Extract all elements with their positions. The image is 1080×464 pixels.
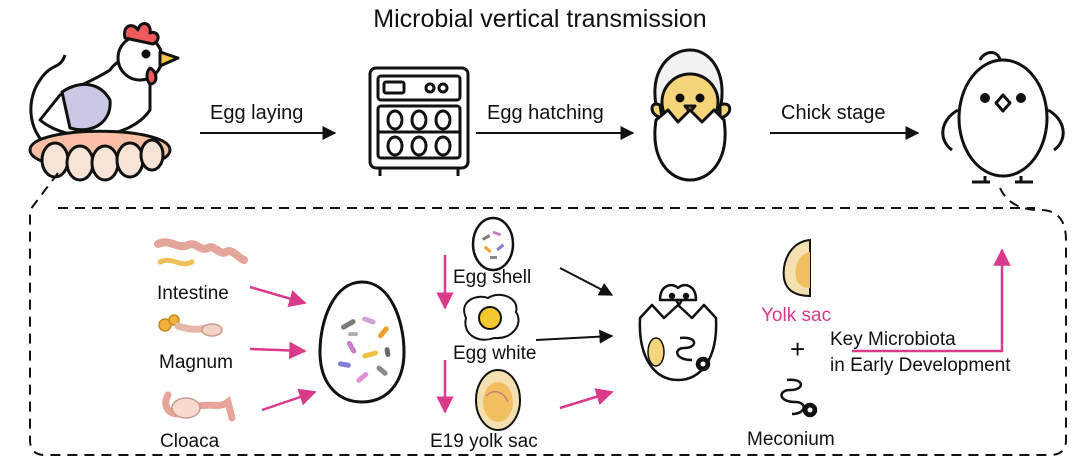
egg-shell-icon bbox=[471, 216, 515, 272]
egg-shell-label: Egg shell bbox=[453, 267, 532, 288]
egg-hatching-label: Egg hatching bbox=[487, 102, 604, 124]
yolk-sac-label: Yolk sac bbox=[761, 305, 832, 326]
cloaca-label: Cloaca bbox=[160, 431, 220, 452]
hatching-chick-icon bbox=[650, 48, 732, 182]
arrow-yolk-to-chick bbox=[559, 388, 614, 410]
egg-white-label: Egg white bbox=[453, 343, 537, 364]
yolk-sac-outcome-icon bbox=[782, 238, 811, 298]
meconium-label: Meconium bbox=[747, 429, 835, 450]
incubator-icon bbox=[368, 66, 470, 176]
chick-icon bbox=[941, 51, 1065, 184]
chick-gut-icon bbox=[638, 283, 718, 382]
plus-sign: + bbox=[790, 334, 806, 364]
diagram-title: Microbial vertical transmission bbox=[373, 5, 707, 33]
hen-icon bbox=[28, 22, 180, 182]
key-microbiota-label: Key Microbiota bbox=[830, 329, 956, 350]
intestine-label: Intestine bbox=[157, 283, 229, 304]
egg-white-icon bbox=[463, 293, 520, 341]
arrow-intestine-to-egg bbox=[249, 285, 307, 308]
e19-yolk-sac-icon bbox=[475, 369, 521, 431]
arrow-white-to-chick bbox=[535, 329, 614, 344]
intestine-icon bbox=[154, 238, 248, 267]
arrow-magnum-to-egg bbox=[249, 341, 307, 360]
arrow-cloaca-to-egg bbox=[261, 388, 317, 412]
microbe-egg-icon bbox=[318, 280, 406, 404]
e19-yolk-sac-label: E19 yolk sac bbox=[430, 431, 538, 452]
chick-stage-label: Chick stage bbox=[781, 102, 886, 124]
magnum-icon bbox=[158, 314, 223, 337]
early-development-label: in Early Development bbox=[830, 355, 1011, 376]
arrow-key-microbiota bbox=[852, 248, 1011, 353]
magnum-label: Magnum bbox=[159, 352, 233, 373]
cloaca-icon bbox=[162, 391, 236, 422]
arrow-shell-to-chick bbox=[559, 267, 614, 296]
meconium-icon bbox=[780, 378, 818, 418]
egg-laying-label: Egg laying bbox=[210, 102, 304, 124]
